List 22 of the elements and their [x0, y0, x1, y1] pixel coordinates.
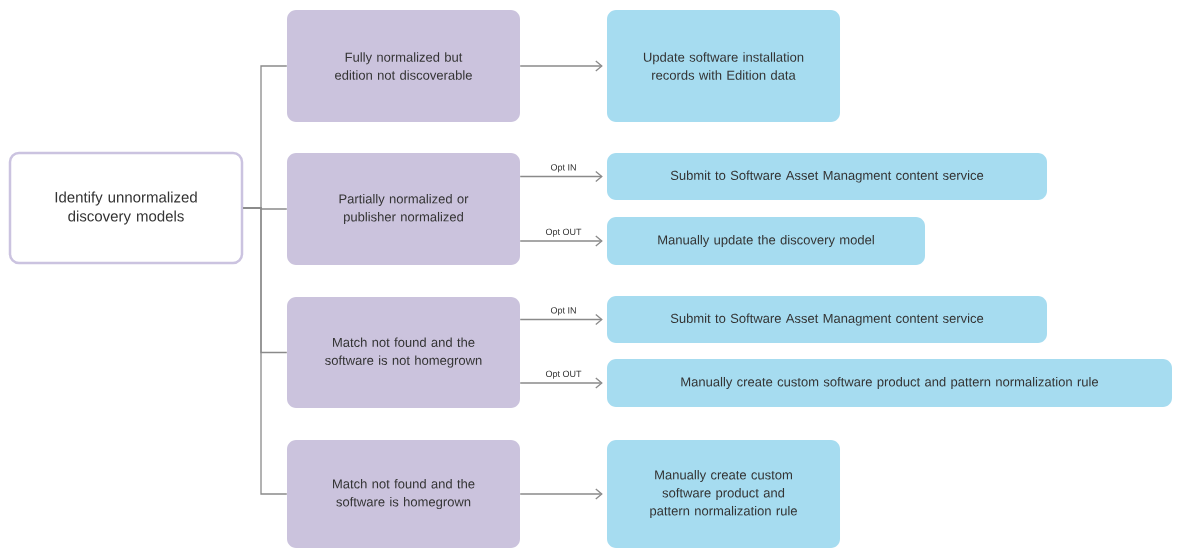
action-box: Update software installation records with Edition data: [607, 10, 840, 122]
action-box: Submit to Software Asset Managment content service: [607, 153, 1047, 200]
edge-label: Opt IN: [550, 164, 576, 173]
action-box: Manually create custom software product and pattern normalization rule: [607, 440, 840, 548]
arrow: [519, 60, 603, 72]
action-box: Submit to Software Asset Managment content service: [607, 296, 1047, 343]
condition-box: Match not found and the software is homegrown: [287, 440, 520, 548]
condition-box: Partially normalized or publisher normalized: [287, 153, 520, 265]
arrow: [519, 235, 603, 247]
edge-label: Opt OUT: [545, 228, 582, 237]
arrow: [519, 170, 603, 183]
edge-label: Opt OUT: [545, 370, 582, 379]
arrow: [519, 488, 603, 500]
arrow: [519, 377, 603, 389]
action-box: Manually update the discovery model: [607, 217, 925, 265]
condition-box: Match not found and the software is not homegrown: [287, 297, 520, 408]
connector-line: [242, 207, 288, 495]
edge-label: Opt IN: [550, 307, 576, 316]
start-box: Identify unnormalized discovery models: [8, 151, 244, 265]
action-box: Manually create custom software product and pattern normalization rule: [607, 359, 1172, 407]
arrow: [519, 313, 603, 326]
condition-box: Fully normalized but edition not discoverable: [287, 10, 520, 122]
